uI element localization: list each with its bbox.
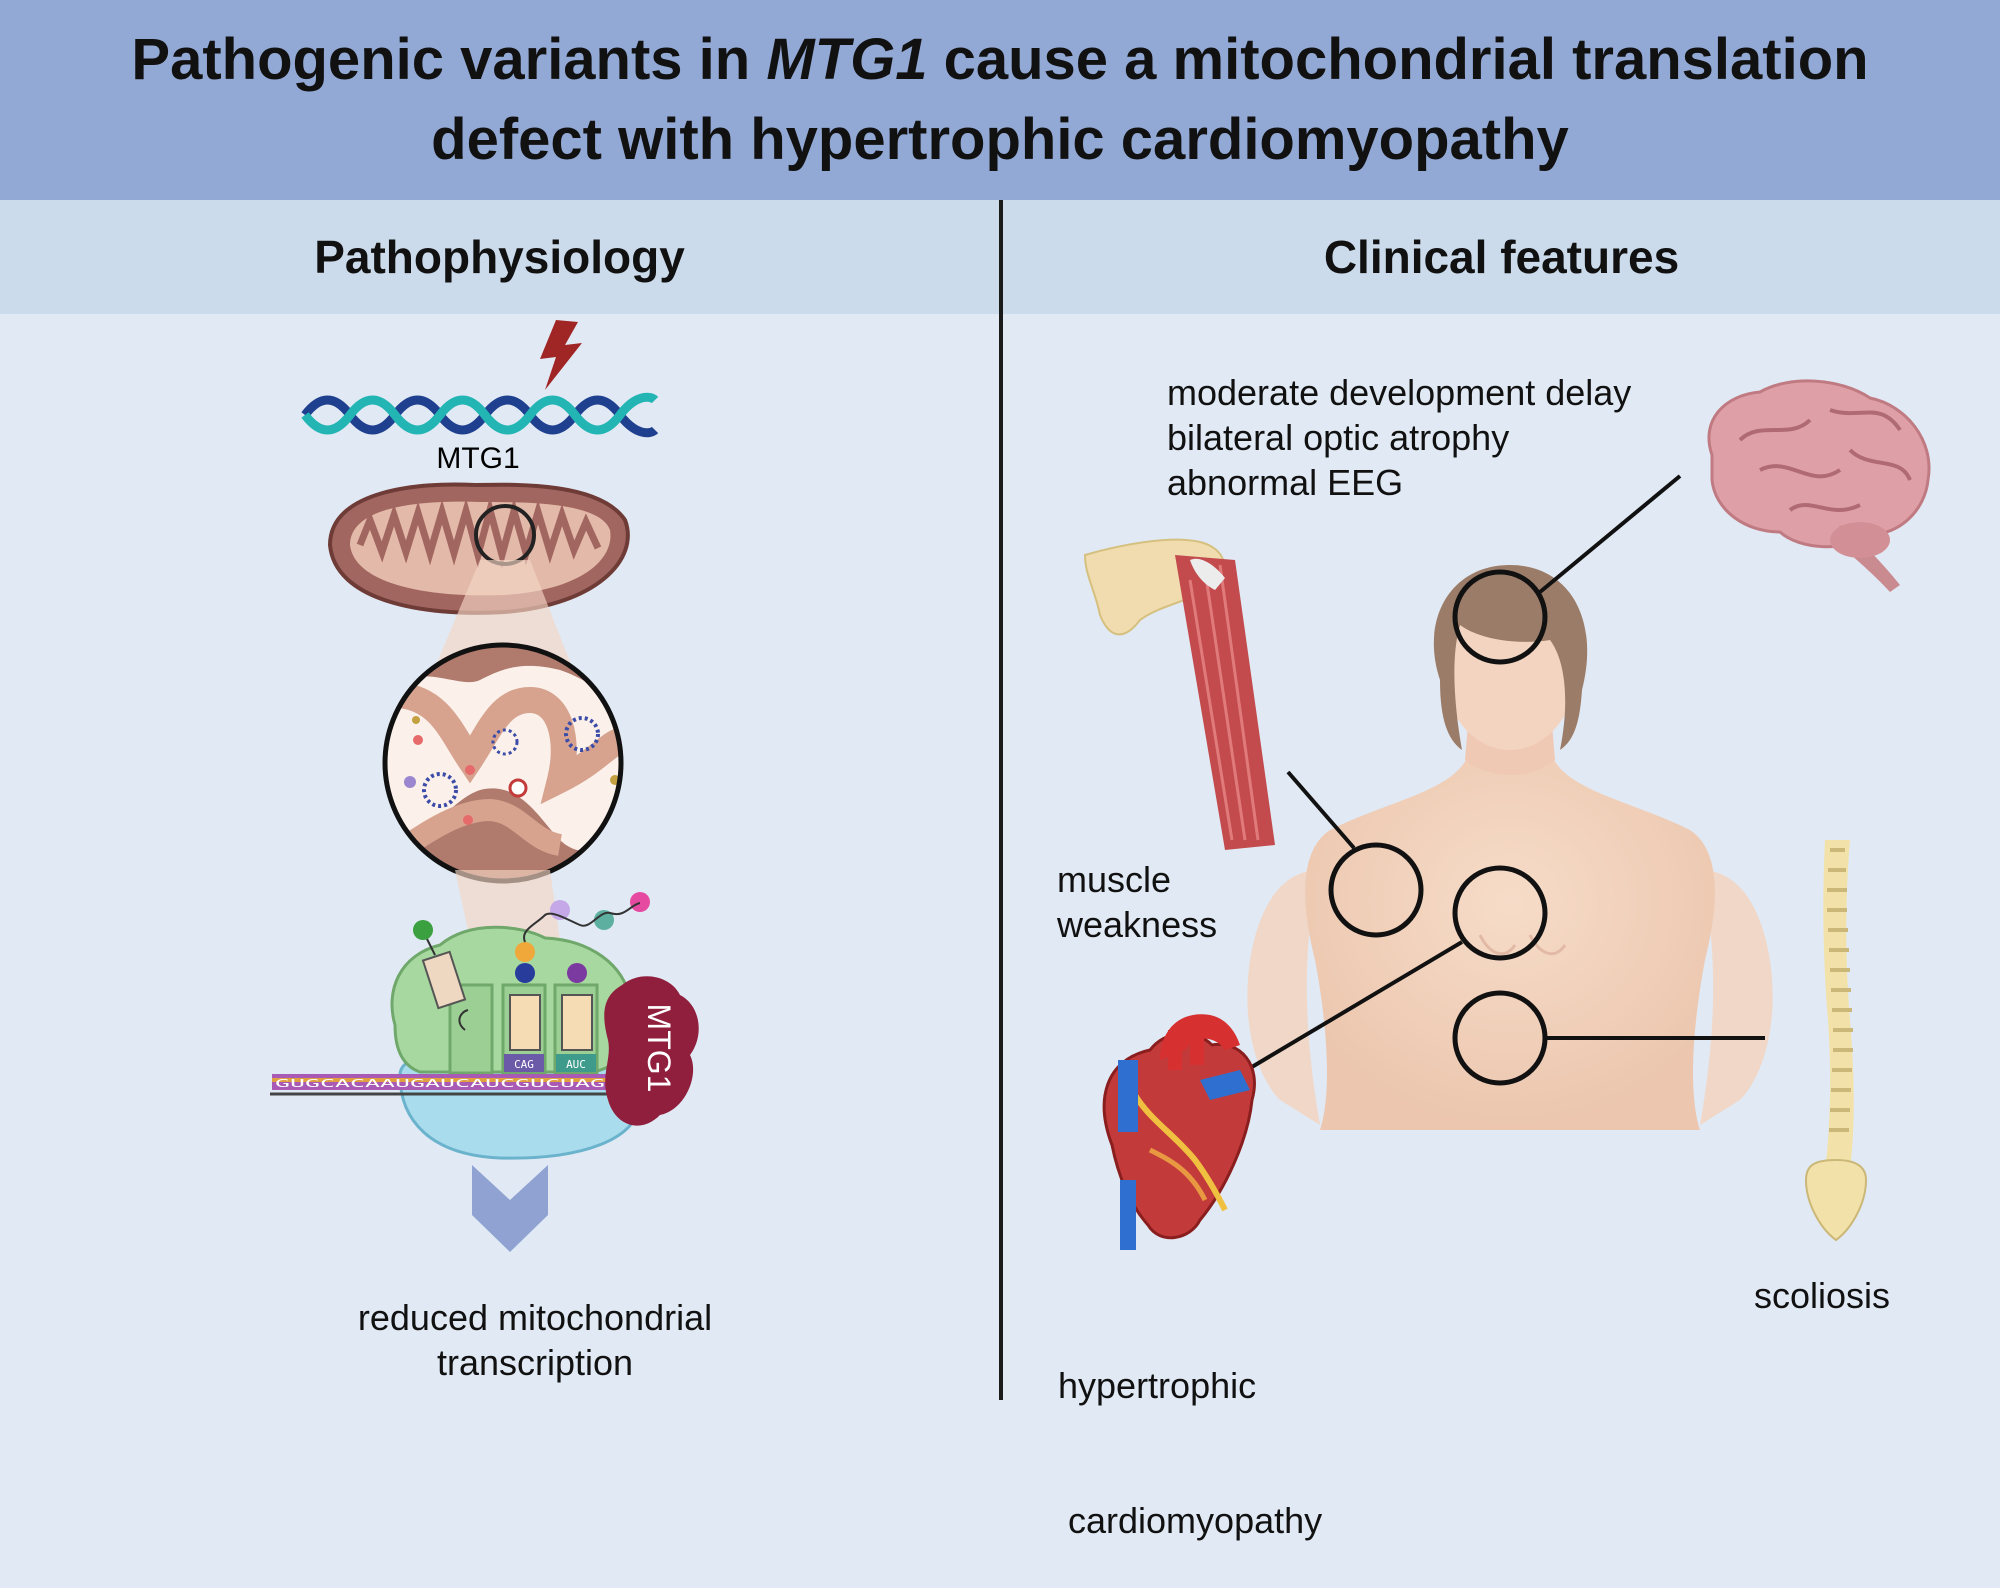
title-line-1: Pathogenic variants in MTG1 cause a mito… bbox=[131, 27, 1869, 92]
head-marker bbox=[1452, 569, 1548, 665]
scoliosis-label: scoliosis bbox=[1754, 1275, 1891, 1316]
heart-connector bbox=[1223, 940, 1464, 1085]
spine-icon bbox=[1804, 840, 1868, 1242]
heart-icon bbox=[1102, 1014, 1256, 1250]
outcome-caption: reduced mitochondrial transcription bbox=[310, 1295, 760, 1385]
muscle-connector bbox=[1286, 770, 1356, 850]
shoulder-marker bbox=[1328, 842, 1424, 938]
mrna-sequence-label: GUGCACAAUGAUCAUCGUCUAG bbox=[275, 1077, 605, 1090]
brain-features-list: moderate development delay bilateral opt… bbox=[1167, 370, 1631, 505]
outcome-line-2: transcription bbox=[436, 1342, 634, 1383]
mutation-lightning-icon bbox=[540, 320, 582, 390]
brain-connector bbox=[1538, 474, 1682, 594]
mtg1-protein-icon: MTG1 bbox=[604, 976, 699, 1126]
cardiomyopathy-label: hypertrophic cardiomyopathy bbox=[1058, 1365, 1323, 1541]
muscle-weakness-label: muscle weakness bbox=[1057, 859, 1218, 945]
mrna-strand: GUGCACAAUGAUCAUCGUCUAG bbox=[270, 1074, 610, 1096]
brain-feature-item: moderate development delay bbox=[1167, 372, 1632, 413]
gene-name-italic: MTG1 bbox=[766, 27, 928, 92]
codon-label-p-site: AUC bbox=[566, 1058, 586, 1071]
mtg1-gene-label: MTG1 bbox=[436, 442, 519, 475]
illustration-canvas: MTG1 bbox=[270, 320, 1931, 1252]
outcome-line-1: reduced mitochondrial bbox=[357, 1297, 713, 1338]
panel-divider bbox=[999, 200, 1003, 1400]
ribosome-beam bbox=[455, 870, 560, 940]
mitochondrion-zoom-icon bbox=[382, 642, 624, 884]
down-chevron-icon bbox=[472, 1165, 548, 1252]
clinical-features-heading: Clinical features bbox=[1003, 200, 2000, 314]
mtg1-protein-label: MTG1 bbox=[641, 1004, 677, 1093]
brain-feature-item: bilateral optic atrophy bbox=[1167, 417, 1510, 458]
title-line-2: defect with hypertrophic cardiomyopathy bbox=[431, 107, 1569, 172]
brain-feature-item: abnormal EEG bbox=[1167, 462, 1404, 503]
figure-header: Pathogenic variants in MTG1 cause a mito… bbox=[0, 0, 2000, 200]
brain-icon bbox=[1707, 379, 1931, 592]
chest-marker bbox=[1452, 865, 1548, 961]
pathophysiology-heading: Pathophysiology bbox=[0, 200, 999, 314]
arm-muscle-icon bbox=[1083, 538, 1275, 850]
patient-figure-icon bbox=[1247, 565, 1773, 1130]
dna-helix-icon bbox=[301, 392, 659, 438]
codon-label-a-site: CAG bbox=[514, 1058, 534, 1071]
mitochondrion-icon bbox=[327, 482, 630, 615]
